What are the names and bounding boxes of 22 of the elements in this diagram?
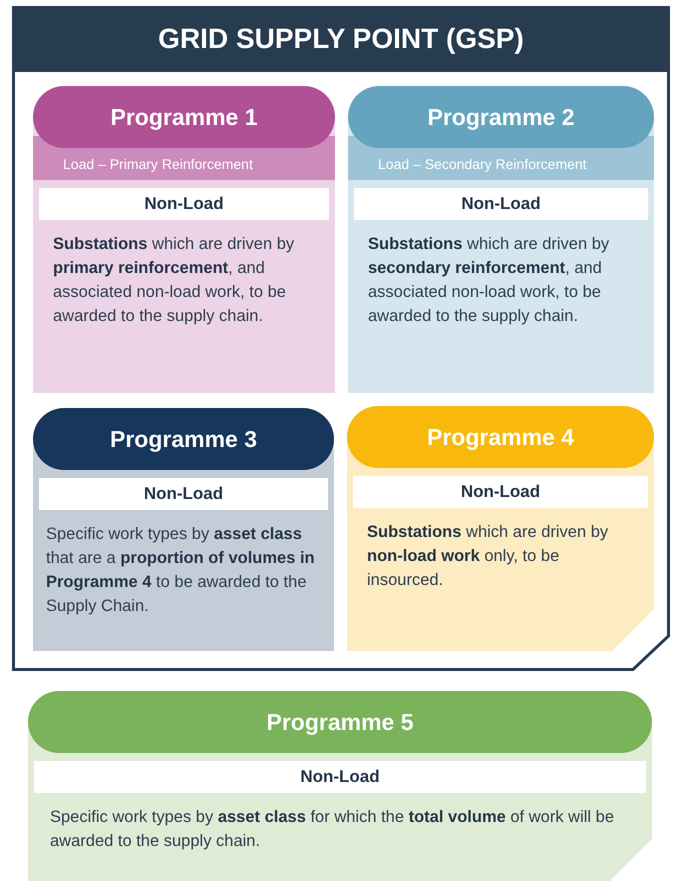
programme-card bbox=[348, 86, 654, 393]
programme-card bbox=[347, 406, 654, 651]
programme-heading: Programme 3 bbox=[33, 408, 334, 470]
tag-box: Non-Load bbox=[39, 478, 328, 510]
tag-box: Non-Load bbox=[353, 476, 648, 508]
tag-box: Non-Load bbox=[354, 188, 648, 220]
programme-card bbox=[28, 691, 652, 881]
tag-box: Non-Load bbox=[39, 188, 329, 220]
description-text: Specific work types by asset class for which the total volume of work will be awarded to the supply chain. bbox=[49, 807, 615, 852]
description-text: Substations which are driven by non-load work only, to be insourced. bbox=[366, 522, 610, 591]
programme-heading: Programme 2 bbox=[348, 86, 654, 148]
programme-card bbox=[33, 408, 334, 651]
programme-heading: Programme 1 bbox=[33, 86, 335, 148]
description-text: Specific work types by asset class that are a proportion of volumes in Programme 4 to be awarded to the Supply Chain. bbox=[45, 524, 316, 617]
description-text: Substations which are driven by primary reinforcement, and associated non-load work, to be awarded to the supply chain. bbox=[52, 234, 296, 327]
tag-box: Non-Load bbox=[34, 761, 646, 793]
gsp-panel bbox=[12, 6, 670, 671]
programme-heading: Programme 4 bbox=[347, 406, 654, 468]
programme-heading: Programme 5 bbox=[28, 691, 652, 753]
description-text: Substations which are driven by secondary reinforcement, and associated non-load work, to be awarded to the supply chain. bbox=[367, 234, 610, 327]
programme-card bbox=[33, 86, 335, 393]
title-banner: GRID SUPPLY POINT (GSP) bbox=[12, 6, 670, 72]
